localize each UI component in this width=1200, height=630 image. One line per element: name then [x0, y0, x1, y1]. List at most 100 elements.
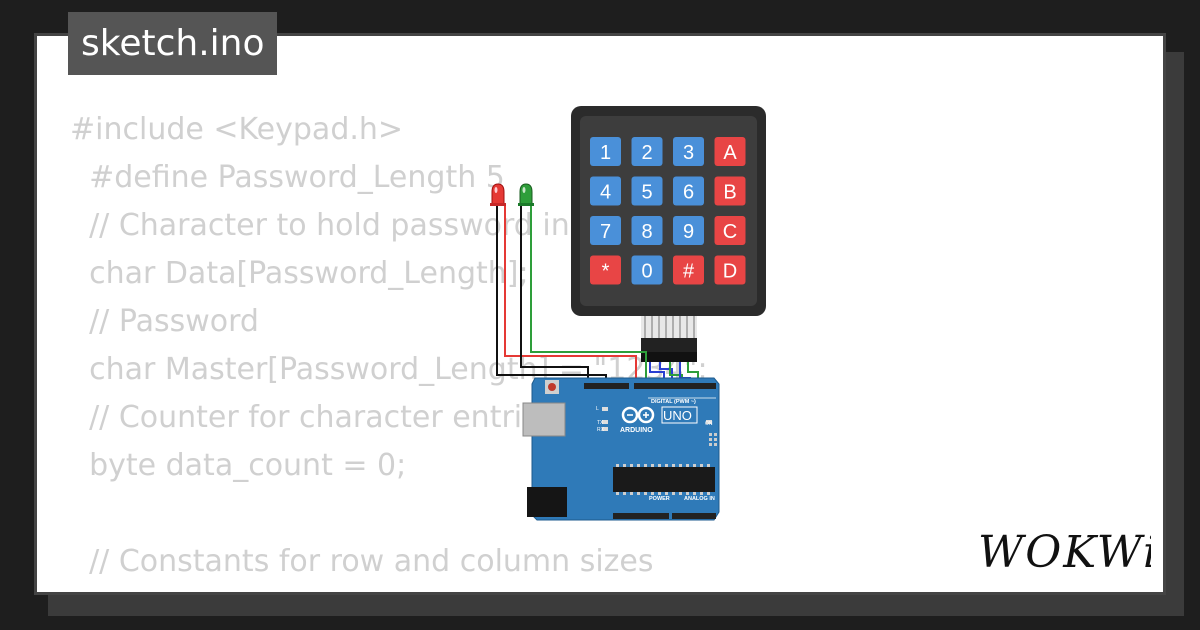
- keypad-key-2[interactable]: 2: [631, 137, 663, 166]
- tx-label: TX: [597, 420, 604, 426]
- digital-header-1: [584, 383, 629, 389]
- chip-pin: [679, 492, 682, 495]
- wokwi-logo-text: WOKWi: [978, 527, 1151, 575]
- icsp-pin: [709, 433, 712, 436]
- keypad-key-label: 9: [683, 221, 694, 243]
- keypad-key-3[interactable]: 3: [673, 137, 704, 166]
- wokwi-logo[interactable]: WOKWi: [976, 523, 1151, 575]
- power-label: POWER: [649, 496, 670, 502]
- keypad-key-0[interactable]: 0: [631, 255, 663, 285]
- arduino-model-label: UNO: [663, 408, 692, 423]
- keypad-key-label: 1: [600, 142, 611, 164]
- keypad-key-label: 4: [600, 182, 611, 204]
- keypad-key-label: #: [683, 261, 695, 283]
- keypad-key-label: 0: [641, 261, 652, 283]
- red-led[interactable]: [490, 183, 506, 206]
- code-line: // Counter for character entries: [70, 400, 557, 435]
- keypad-face: [580, 116, 757, 306]
- on-label: ON: [705, 421, 713, 427]
- chip-pin: [644, 492, 647, 495]
- chip-pin: [679, 464, 682, 467]
- chip-pin: [637, 464, 640, 467]
- chip-pin: [630, 492, 633, 495]
- keypad-key-5[interactable]: 5: [631, 176, 663, 206]
- chip-pin: [658, 464, 661, 467]
- keypad-key-label: 3: [683, 142, 694, 164]
- chip-pin: [644, 464, 647, 467]
- chip-pin: [693, 464, 696, 467]
- code-line: char Data[Password_Length];: [70, 256, 529, 291]
- chip-pin: [623, 492, 626, 495]
- chip-pin: [651, 492, 654, 495]
- code-line: byte data_count = 0;: [70, 448, 407, 483]
- keypad-key-label: 7: [600, 221, 611, 243]
- wires: [496, 206, 699, 383]
- chip-pin: [672, 492, 675, 495]
- keypad-4x4[interactable]: 1 2 3 A 4 5 6 B 7 8 9 C * 0 # D: [571, 106, 766, 316]
- chip-pin: [665, 464, 668, 467]
- power-jack: [527, 487, 567, 517]
- keypad-keys: 1 2 3 A 4 5 6 B 7 8 9 C * 0 # D: [590, 137, 746, 285]
- icsp-pin: [714, 433, 717, 436]
- digital-label: DIGITAL (PWM ~): [651, 399, 696, 405]
- chip-pin: [623, 464, 626, 467]
- wire-red: [504, 206, 637, 383]
- keypad-key-4[interactable]: 4: [590, 176, 621, 206]
- code-line: // Character to hold password input: [70, 208, 620, 243]
- chip-pin: [707, 492, 710, 495]
- keypad-key-label: 5: [641, 182, 652, 204]
- keypad-key-label: D: [723, 261, 737, 283]
- chip-pin: [707, 464, 710, 467]
- keypad-key-label: 2: [641, 142, 652, 164]
- green-led[interactable]: [518, 183, 534, 206]
- chip-pin: [700, 464, 703, 467]
- keypad-key-#[interactable]: #: [673, 255, 704, 285]
- code-line: #include <Keypad.h>: [70, 112, 404, 147]
- usb-port: [522, 402, 566, 437]
- icsp-pin: [714, 443, 717, 446]
- chip-pin: [700, 492, 703, 495]
- icsp-pin: [709, 443, 712, 446]
- keypad-key-A[interactable]: A: [714, 137, 746, 166]
- keypad-key-7[interactable]: 7: [590, 216, 621, 245]
- microcontroller-chip: [613, 467, 715, 492]
- keypad-key-label: 8: [641, 221, 652, 243]
- chip-pin: [665, 492, 668, 495]
- keypad-key-D[interactable]: D: [714, 255, 746, 285]
- analog-label: ANALOG IN: [684, 496, 715, 502]
- chip-pin: [693, 492, 696, 495]
- keypad-key-1[interactable]: 1: [590, 137, 621, 166]
- code-line: // Password: [70, 304, 259, 339]
- chip-pin: [637, 492, 640, 495]
- keypad-key-B[interactable]: B: [714, 176, 746, 206]
- keypad-key-C[interactable]: C: [714, 216, 746, 245]
- power-header: [613, 513, 669, 519]
- keypad-key-9[interactable]: 9: [673, 216, 704, 245]
- wire-green: [530, 206, 647, 383]
- arduino-brand-label: ARDUINO: [620, 427, 653, 434]
- keypad-key-label: *: [602, 261, 610, 283]
- chip-pin: [616, 464, 619, 467]
- keypad-ribbon-cable: [641, 316, 697, 362]
- chip-pin: [616, 492, 619, 495]
- arduino-uno[interactable]: UNO ARDUINO DIGITAL (PWM ~) POWER ANALOG…: [522, 377, 720, 521]
- analog-header: [672, 513, 716, 519]
- keypad-key-*[interactable]: *: [590, 255, 621, 285]
- keypad-key-label: A: [723, 142, 737, 164]
- keypad-key-6[interactable]: 6: [673, 176, 704, 206]
- chip-pin: [686, 464, 689, 467]
- chip-pin: [651, 464, 654, 467]
- code-line: // Constants for row and column sizes: [70, 544, 654, 579]
- arduino-infinity-logo: [621, 406, 655, 424]
- keypad-key-label: B: [723, 182, 736, 204]
- keypad-key-label: C: [723, 221, 737, 243]
- rx-label: RX: [597, 427, 605, 433]
- file-tab[interactable]: sketch.ino: [68, 12, 278, 75]
- keypad-key-label: 6: [683, 182, 694, 204]
- chip-pin: [686, 492, 689, 495]
- code-line: #define Password_Length 5: [70, 160, 505, 195]
- chip-pin: [630, 464, 633, 467]
- keypad-key-8[interactable]: 8: [631, 216, 663, 245]
- icsp-pin: [714, 438, 717, 441]
